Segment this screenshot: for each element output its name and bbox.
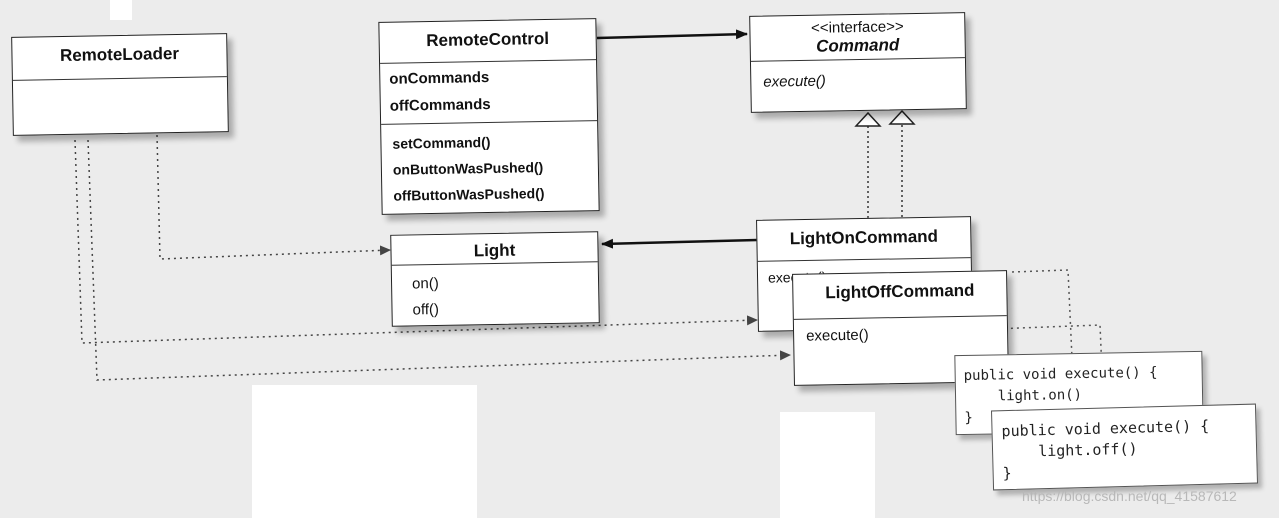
method: setCommand() xyxy=(392,133,491,152)
method: execute() xyxy=(805,326,869,345)
class-remotecontrol: RemoteControl onCommands offCommands set… xyxy=(378,18,600,215)
method-list: execute() xyxy=(793,315,1008,345)
method: on() xyxy=(411,274,439,293)
attribute: onCommands xyxy=(389,68,490,88)
class-body xyxy=(12,76,228,136)
class-light: Light on() off() xyxy=(390,231,600,327)
dependency-remoteloader-light xyxy=(156,134,391,260)
realization-arrowhead-on xyxy=(854,111,882,127)
method-list: setCommand() onButtonWasPushed() offButt… xyxy=(381,120,599,209)
attribute-list: onCommands offCommands xyxy=(380,59,598,124)
dependency-remoteloader-lightoncommand xyxy=(74,139,758,344)
method-list: execute() xyxy=(750,57,966,112)
method: onButtonWasPushed() xyxy=(392,159,544,178)
paper-patch xyxy=(252,385,477,518)
interface-name: Command xyxy=(815,35,900,56)
attribute: offCommands xyxy=(389,95,491,115)
watermark: https://blog.csdn.net/qq_41587612 xyxy=(1022,488,1237,504)
association-remotecontrol-command xyxy=(596,29,748,40)
interface-command: <<interface>> Command execute() xyxy=(749,12,967,113)
method: execute() xyxy=(763,72,826,91)
method: off() xyxy=(412,300,440,319)
association-lightoncommand-light xyxy=(601,238,758,249)
paper-patch xyxy=(110,0,132,20)
method-list: on() off() xyxy=(391,261,599,324)
class-remoteloader: RemoteLoader xyxy=(11,33,229,136)
method: offButtonWasPushed() xyxy=(393,185,545,204)
code-note-off: public void execute() { light.off() } xyxy=(990,403,1259,491)
realization-arrowhead-off xyxy=(888,109,916,125)
note-connector-on xyxy=(1011,269,1073,359)
paper-patch xyxy=(780,412,875,518)
dependency-remoteloader-lightoffcommand xyxy=(87,139,791,381)
